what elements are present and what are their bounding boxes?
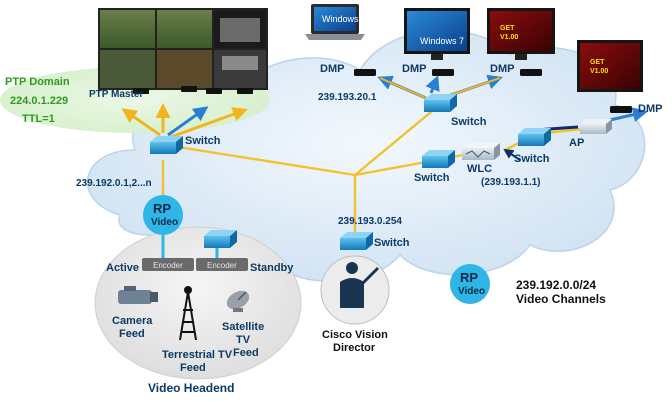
- director-icon: [320, 255, 390, 325]
- legend-range: 239.192.0.0/24: [516, 278, 596, 292]
- switch-wlc-side: [422, 150, 455, 168]
- video-wall: [98, 8, 268, 90]
- switch-ap-label: Switch: [514, 153, 550, 165]
- encoder-standby-text: Standby: [250, 262, 294, 274]
- wlc-address-label: (239.193.1.1): [481, 177, 541, 188]
- director-address-label: 239.193.0.254: [338, 216, 402, 227]
- laptop-screen-text: Windows 7: [322, 14, 366, 24]
- rp-legend-subtitle: Video: [458, 286, 485, 297]
- switch-dmp-hub: [424, 94, 457, 112]
- monitor-screen-text: Windows 7: [420, 36, 464, 46]
- game-title-text: GET: [500, 25, 515, 32]
- tower-icon: [179, 286, 197, 341]
- ptp-arrows: [121, 103, 248, 139]
- encoder-active-label: Encoder: [153, 261, 183, 270]
- camera-feed-line2: Feed: [119, 328, 145, 340]
- headend-group-label: 239.192.0.1,2...n: [76, 178, 152, 189]
- switch-director-label: Switch: [374, 237, 410, 249]
- ap-label: AP: [569, 137, 584, 149]
- switch-director: [340, 232, 373, 250]
- camera-feed-line1: Camera: [112, 315, 153, 327]
- rp-headend-title: RP: [153, 201, 171, 216]
- monitor-game-right-icon: GET V1.00: [577, 40, 643, 92]
- laptop-icon: Windows 7: [305, 4, 366, 40]
- monitor-game-icon: GET V1.00: [487, 8, 555, 60]
- ptp-ttl-label: TTL=1: [22, 113, 55, 125]
- camera-icon: [118, 286, 158, 304]
- satellite-icon: [226, 290, 250, 312]
- rp-headend-circle: RP Video: [143, 195, 183, 235]
- rp-legend-title: RP: [460, 270, 478, 285]
- video-headend-title: Video Headend: [148, 381, 234, 395]
- dmp-boxes: [354, 69, 632, 113]
- encoder-active-text: Active: [106, 262, 139, 274]
- game-sub-text: V1.00: [500, 34, 518, 41]
- dmp-group-label: 239.193.20.1: [318, 92, 377, 103]
- rp-legend-circle: RP Video: [450, 264, 490, 304]
- switch-wlc-label: Switch: [414, 172, 450, 184]
- switch-encoder: [204, 230, 237, 248]
- satellite-feed-line3: Feed: [233, 347, 259, 359]
- satellite-feed-line2: TV: [236, 334, 251, 346]
- rp-headend-subtitle: Video: [151, 217, 178, 228]
- switch-icons: [150, 94, 551, 250]
- dmp-label-3: DMP: [490, 63, 514, 75]
- legend-label: Video Channels: [516, 292, 606, 306]
- game-right-title-text: GET: [590, 59, 605, 66]
- wall-dmp-boxes: [133, 86, 253, 94]
- encoder-active: Encoder: [142, 258, 194, 271]
- terrestrial-feed-line1: Terrestrial TV: [162, 349, 233, 361]
- ptp-address-label: 224.0.1.229: [10, 95, 68, 107]
- wlc-label: WLC: [467, 163, 492, 175]
- encoder-connectors: [161, 235, 219, 258]
- encoder-standby: Encoder: [196, 258, 248, 271]
- director-line1: Cisco Vision: [322, 329, 388, 341]
- encoder-standby-label: Encoder: [207, 261, 237, 270]
- switch-ap-side: [518, 128, 551, 146]
- game-right-sub-text: V1.00: [590, 68, 608, 75]
- wlc-device: [462, 143, 500, 160]
- switch-headend-top: [150, 136, 183, 154]
- access-point: [580, 119, 612, 134]
- dmp-label-4: DMP: [638, 103, 662, 115]
- switch-headend-label: Switch: [185, 135, 221, 147]
- satellite-feed-line1: Satellite: [222, 321, 264, 333]
- monitor-windows-icon: Windows 7: [404, 8, 470, 60]
- dmp-label-1: DMP: [320, 63, 344, 75]
- director-line2: Director: [333, 342, 376, 354]
- ptp-domain-label: PTP Domain: [5, 76, 70, 88]
- ptp-master-label: PTP Master: [89, 89, 143, 100]
- switch-dmp-label: Switch: [451, 116, 487, 128]
- dmp-label-2: DMP: [402, 63, 426, 75]
- terrestrial-feed-line2: Feed: [180, 362, 206, 374]
